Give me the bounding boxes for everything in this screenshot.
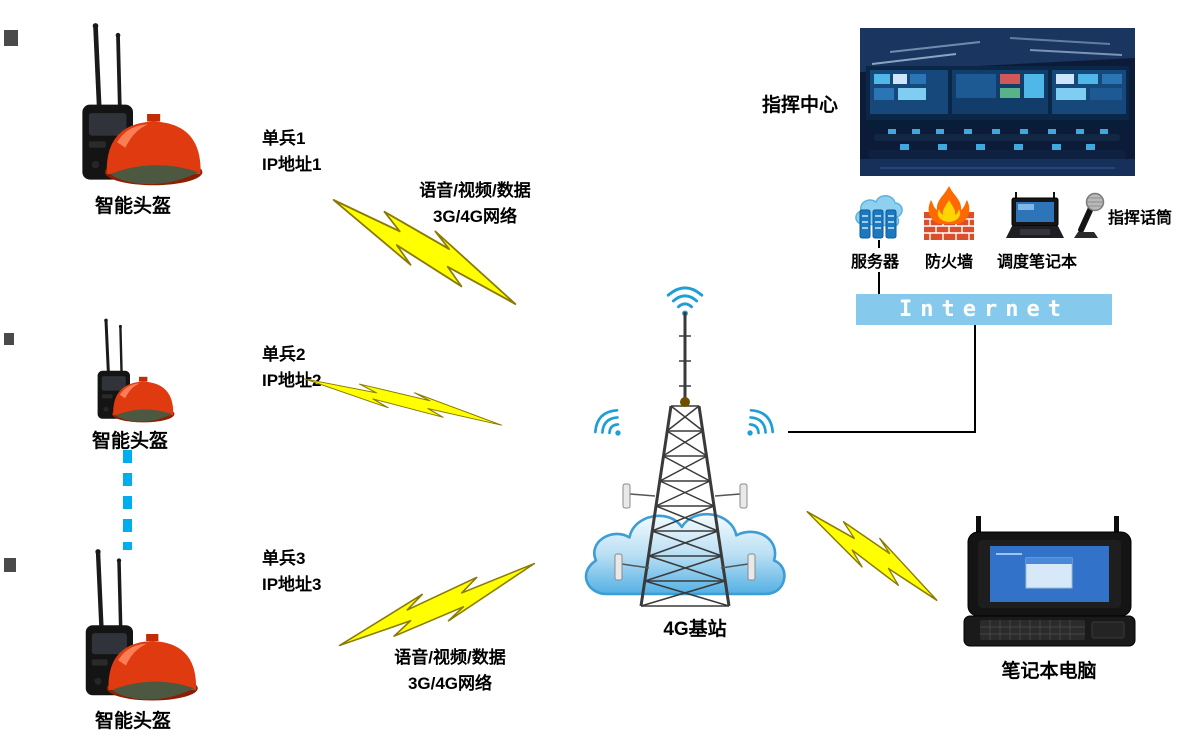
microphone-icon [1070, 192, 1108, 242]
smart-helmet-icon [63, 548, 203, 706]
rugged-laptop-icon [962, 516, 1137, 651]
command-center-label: 指挥中心 [762, 95, 839, 116]
lightning-bolt-icon [806, 510, 938, 602]
continuation-dotted-line [123, 450, 132, 550]
soldier-info: 单兵1 IP地址1 [262, 126, 322, 178]
command-center-photo [860, 28, 1135, 176]
firewall-icon [922, 184, 976, 242]
base-station-label: 4G基站 [663, 619, 727, 640]
dispatch-laptop-label: 调度笔记本 [996, 254, 1077, 271]
connector-line-internet-down [974, 325, 976, 433]
crop-artifact [4, 558, 16, 572]
cell-tower-icon [585, 306, 785, 651]
crop-artifact [4, 333, 14, 345]
smart-helmet-label: 智能头盔 [94, 711, 171, 732]
soldier-ip: IP地址3 [262, 575, 322, 594]
link-label: 语音/视频/数据 3G/4G网络 [375, 178, 575, 230]
lightning-bolt-icon [303, 378, 503, 426]
link-label-line1: 语音/视频/数据 [419, 181, 531, 200]
smart-helmet-unit: 智能头盔 [58, 22, 208, 218]
smart-helmet-icon [58, 22, 208, 191]
dispatch-laptop-icon [1004, 190, 1066, 242]
server-label: 服务器 [843, 248, 907, 272]
link-label: 语音/视频/数据 3G/4G网络 [350, 645, 550, 697]
lightning-bolt-icon [338, 562, 536, 647]
soldier-ip: IP地址1 [262, 155, 322, 174]
server-icon [853, 190, 903, 242]
lightning-bolt-icon [332, 198, 517, 306]
soldier-name: 单兵3 [262, 549, 306, 568]
firewall-label: 防火墙 [924, 254, 973, 271]
soldier-name: 单兵2 [262, 345, 306, 364]
link-label-line2: 3G/4G网络 [432, 207, 518, 226]
soldier-info: 单兵2 IP地址2 [262, 342, 322, 394]
link-label-line1: 语音/视频/数据 [394, 648, 506, 667]
smart-helmet-unit: 智能头盔 [60, 318, 200, 453]
link-label-line2: 3G/4G网络 [407, 674, 493, 693]
smart-helmet-icon [82, 318, 178, 426]
crop-artifact [4, 30, 18, 46]
soldier-info: 单兵3 IP地址3 [262, 546, 322, 598]
smart-helmet-label: 智能头盔 [94, 196, 171, 217]
microphone-label: 指挥话筒 [1108, 210, 1173, 227]
internet-bar: Internet [856, 294, 1112, 325]
base-station [585, 280, 785, 625]
smart-helmet-unit: 智能头盔 [58, 548, 208, 733]
soldier-ip: IP地址2 [262, 371, 322, 390]
smart-helmet-label: 智能头盔 [91, 431, 168, 452]
connector-line-internet-basestation [788, 431, 976, 433]
field-laptop-label: 笔记本电脑 [1001, 661, 1097, 682]
soldier-name: 单兵1 [262, 129, 306, 148]
